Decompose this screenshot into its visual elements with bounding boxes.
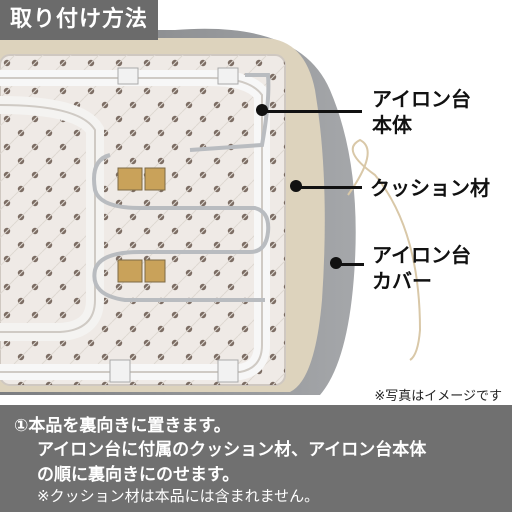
label-cushion-line1: クッション材	[370, 176, 490, 200]
instruction-note: ※クッション材は本品には含まれません。	[37, 487, 320, 505]
page-title: 取り付け方法	[0, 0, 159, 40]
instruction-step: ①本品を裏向きに置きます。	[14, 416, 231, 436]
instructions-panel: ①本品を裏向きに置きます。 アイロン台に付属のクッション材、アイロン台本体 の順…	[0, 405, 512, 512]
leader-dot-cover	[330, 257, 342, 269]
label-cover-line1: アイロン台	[372, 243, 471, 267]
label-cushion: クッション材	[370, 175, 490, 201]
instruction-line2: アイロン台に付属のクッション材、アイロン台本体	[37, 440, 427, 460]
leader-board-body	[262, 110, 362, 113]
label-cover-line2: カバー	[372, 269, 432, 293]
label-board-body-line2: 本体	[372, 113, 412, 137]
ironing-board-photo	[0, 28, 422, 395]
label-board-body-line1: アイロン台	[372, 87, 471, 111]
label-cover: アイロン台 カバー	[372, 242, 471, 294]
leader-dot-cushion	[290, 180, 302, 192]
label-board-body: アイロン台 本体	[372, 86, 471, 138]
photo-note: ※写真はイメージです	[374, 389, 502, 404]
leader-dot-board-body	[256, 104, 268, 116]
leader-cushion	[296, 186, 362, 189]
instruction-line3: の順に裏向きにのせます。	[37, 465, 240, 485]
leader-cover	[336, 263, 364, 266]
